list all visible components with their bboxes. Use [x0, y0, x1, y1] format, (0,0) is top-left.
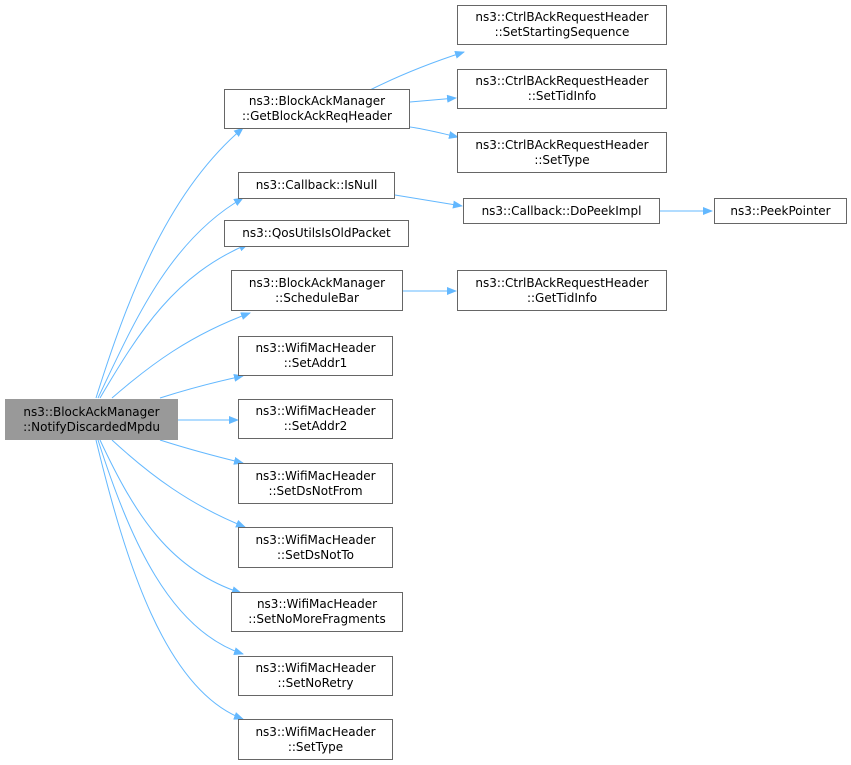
edge-root-addr1 [159, 373, 244, 399]
edge-root-dsnotto [111, 439, 246, 528]
node-peek-pointer[interactable]: ns3::PeekPointer [714, 198, 847, 224]
edge-getbar-settid [409, 94, 457, 103]
node-label-line1: ns3::BlockAckManager [248, 94, 386, 108]
node-set-ds-not-to[interactable]: ns3::WifiMacHeader ::SetDsNotTo [238, 527, 393, 568]
node-label-line1: ns3::WifiMacHeader [255, 468, 376, 483]
node-label-line1: ns3::QosUtilsIsOldPacket [242, 226, 391, 240]
node-label-line2: ::GetBlockAckReqHeader [242, 109, 392, 123]
node-label-line1: ns3::BlockAckManager [23, 404, 160, 419]
node-label-line2: ::ScheduleBar [275, 290, 359, 305]
node-set-no-retry[interactable]: ns3::WifiMacHeader ::SetNoRetry [238, 656, 393, 696]
node-wifi-set-type[interactable]: ns3::WifiMacHeader ::SetType [238, 719, 393, 760]
edge-root-settype-w [95, 439, 244, 720]
node-label-line1: ns3::WifiMacHeader [255, 532, 376, 547]
node-get-block-ack-req-header[interactable]: ns3::BlockAckManager ::GetBlockAckReqHea… [224, 89, 410, 129]
node-label-line1: ns3::CtrlBAckRequestHeader [475, 275, 649, 290]
node-qos-utils-is-old-packet[interactable]: ns3::QosUtilsIsOldPacket [224, 220, 409, 247]
node-label-line2: ::SetStartingSequence [494, 25, 630, 39]
edge-getbar-settype-c [409, 126, 459, 139]
node-label-line1: ns3::CtrlBAckRequestHeader [475, 74, 649, 88]
edge-getbar-setss [369, 50, 465, 91]
node-label-line2: ::SetDsNotTo [277, 547, 354, 562]
node-label-line1: ns3::BlockAckManager [248, 275, 386, 290]
node-notify-discarded-mpdu: ns3::BlockAckManager ::NotifyDiscardedMp… [5, 399, 178, 440]
node-label-line1: ns3::WifiMacHeader [255, 404, 376, 418]
edge-root-dsnotfrom [159, 439, 244, 465]
edge-root-qosold [99, 243, 249, 399]
node-label-line1: ns3::WifiMacHeader [255, 341, 376, 355]
node-schedule-bar[interactable]: ns3::BlockAckManager ::ScheduleBar [231, 270, 403, 311]
node-label-line2: ::SetAddr2 [283, 419, 348, 433]
node-label-line2: ::SetAddr1 [283, 356, 348, 370]
node-get-tid-info[interactable]: ns3::CtrlBAckRequestHeader ::GetTidInfo [457, 270, 667, 311]
node-set-starting-sequence[interactable]: ns3::CtrlBAckRequestHeader ::SetStarting… [457, 5, 667, 45]
node-set-tid-info[interactable]: ns3::CtrlBAckRequestHeader ::SetTidInfo [457, 69, 667, 109]
node-ctrl-set-type[interactable]: ns3::CtrlBAckRequestHeader ::SetType [457, 132, 667, 173]
node-set-addr2[interactable]: ns3::WifiMacHeader ::SetAddr2 [238, 399, 393, 439]
node-label-line1: ns3::WifiMacHeader [255, 724, 376, 739]
node-label-line2: ::SetType [287, 739, 344, 754]
edge-root-getbar [95, 127, 244, 399]
node-label-line2: ::GetTidInfo [526, 290, 598, 305]
edge-root-nomorefrag [99, 439, 242, 595]
node-callback-is-null[interactable]: ns3::Callback::IsNull [238, 172, 395, 199]
node-label-line2: ::SetDsNotFrom [268, 483, 363, 498]
node-label-line2: ::SetType [534, 152, 590, 167]
edge-root-isnull [97, 197, 244, 399]
node-label-line1: ns3::PeekPointer [730, 203, 831, 218]
node-set-addr1[interactable]: ns3::WifiMacHeader ::SetAddr1 [238, 336, 393, 376]
node-label-line1: ns3::WifiMacHeader [255, 661, 376, 675]
node-label-line1: ns3::Callback::DoPeekImpl [481, 203, 642, 218]
edge-isnull-dopeek [394, 194, 463, 209]
node-label-line2: ::NotifyDiscardedMpdu [23, 419, 160, 434]
edge-root-noretry [97, 439, 244, 655]
node-label-line1: ns3::Callback::IsNull [255, 178, 378, 192]
node-label-line1: ns3::CtrlBAckRequestHeader [475, 10, 649, 24]
node-label-line2: ::SetNoRetry [277, 676, 354, 690]
node-label-line1: ns3::WifiMacHeader [256, 597, 378, 611]
edge-root-schedbar [111, 312, 251, 399]
node-label-line2: ::SetNoMoreFragments [248, 612, 386, 626]
node-set-ds-not-from[interactable]: ns3::WifiMacHeader ::SetDsNotFrom [238, 463, 393, 504]
node-callback-do-peek-impl[interactable]: ns3::Callback::DoPeekImpl [463, 198, 660, 224]
node-set-no-more-fragments[interactable]: ns3::WifiMacHeader ::SetNoMoreFragments [231, 592, 403, 632]
node-label-line2: ::SetTidInfo [527, 89, 597, 103]
node-label-line1: ns3::CtrlBAckRequestHeader [475, 137, 649, 152]
